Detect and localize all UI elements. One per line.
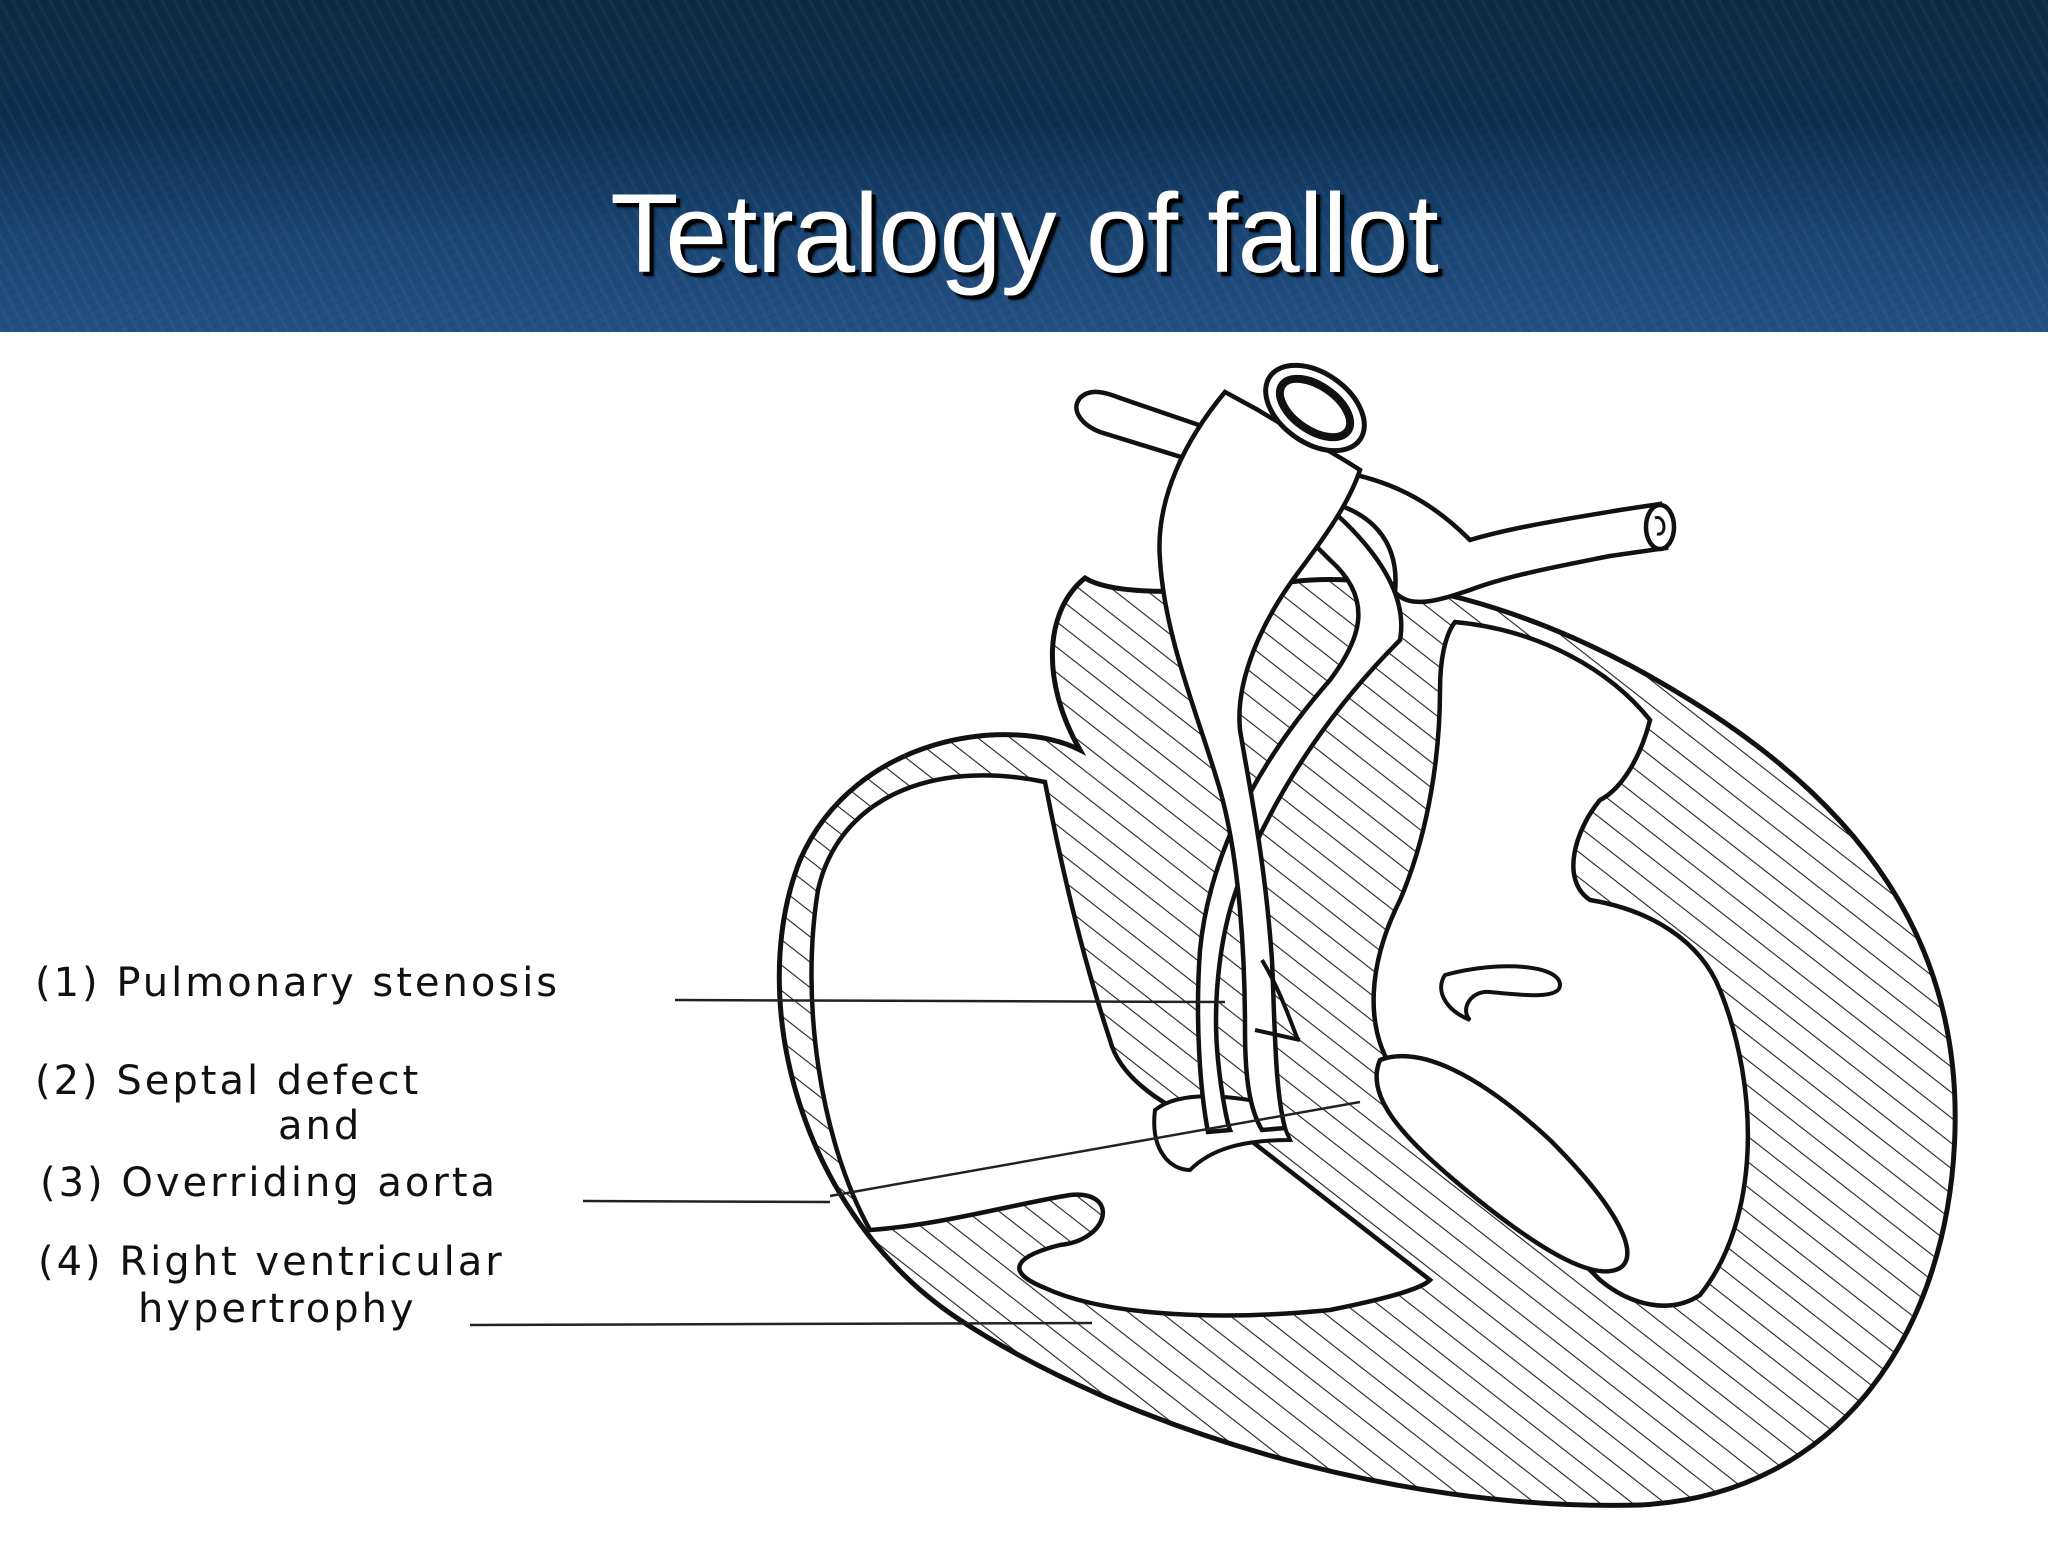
right-chamber-cavity [809,773,1434,1318]
mitral-leaflet [1439,964,1563,1022]
ventricular-septal-slit [1374,1054,1630,1274]
slide-header: Tetralogy of fallot [0,0,2048,332]
leader-overriding-aorta [582,1199,831,1204]
branch-vessel-end [1643,502,1677,552]
overriding-aorta [1157,389,1363,1133]
slide-title: Tetralogy of fallot [610,171,1439,296]
leader-septal-defect [829,1100,1361,1198]
pulmonary-trunk [1195,454,1404,1135]
heart-illustration [469,362,1958,1508]
label-pulmonary-stenosis: (1) Pulmonary stenosis [35,960,561,1006]
label-overriding-aorta: (3) Overriding aorta [40,1160,499,1206]
label-septal-defect: (2) Septal defect [35,1058,422,1104]
label-right-ventricular: (4) Right ventricular [38,1239,505,1285]
label-and: and [278,1103,363,1149]
heart-diagram [0,332,2048,1536]
label-hypertrophy: hypertrophy [138,1286,417,1332]
leader-pulmonary-stenosis [674,998,1226,1004]
leader-rv-hypertrophy [469,1321,1093,1327]
